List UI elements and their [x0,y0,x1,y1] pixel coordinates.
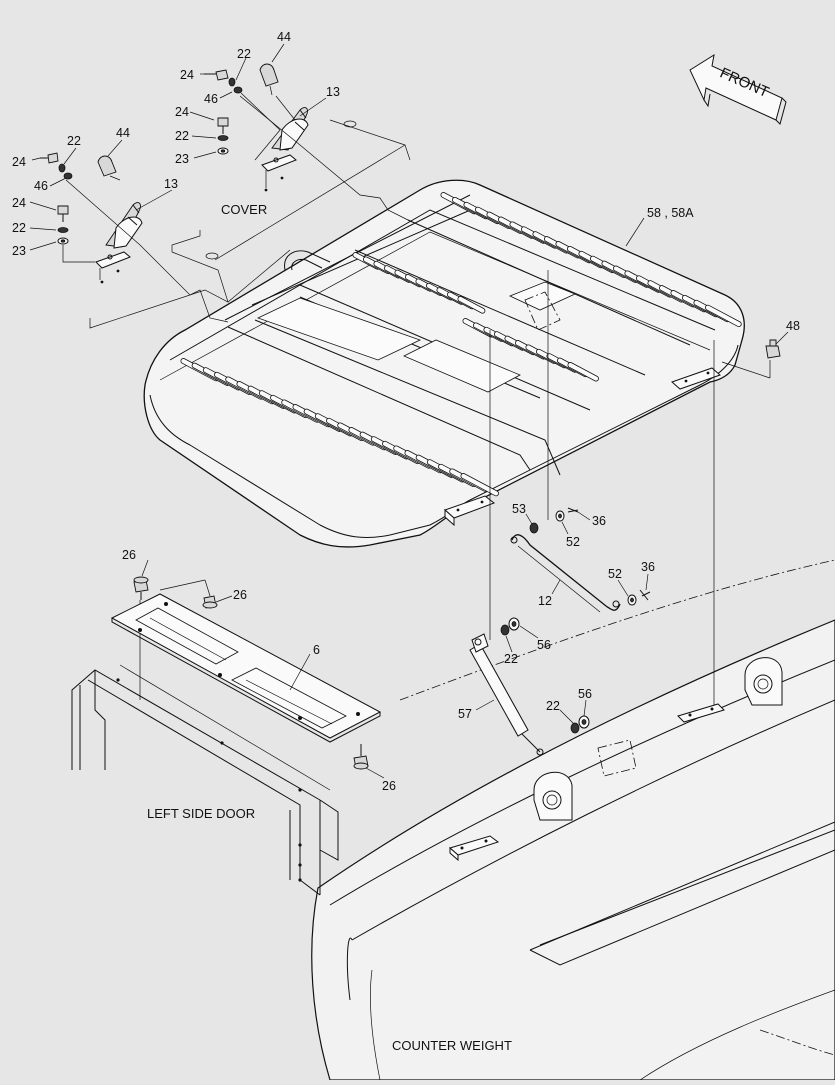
callout-23: 23 [175,152,189,166]
counter-weight-body [311,559,835,1081]
callout-44: 44 [116,126,130,140]
callout-46: 46 [204,92,218,106]
louvre-slot [704,304,742,327]
engine-hood-cover [143,179,745,548]
callout-22: 22 [12,221,26,235]
cover-label: COVER [221,202,267,217]
callout-52: 52 [608,567,622,581]
front-direction-arrow: FRONT [689,53,787,125]
callout-22: 22 [67,134,81,148]
hardware-left-cluster [40,152,229,323]
callout-46: 46 [34,179,48,193]
callout-12: 12 [538,594,552,608]
callout-leaders [29,43,789,779]
callout-36: 36 [592,514,606,528]
callout-22: 22 [546,699,560,713]
alignment-lines [139,270,771,705]
callout-36: 36 [641,560,655,574]
louvre-slot [460,473,499,497]
hardware-upper-cluster [204,63,413,223]
callout-22: 22 [175,129,189,143]
callout-53: 53 [512,502,526,516]
louvre-row-left [180,358,499,497]
callout-23: 23 [12,244,26,258]
callout-52: 52 [566,535,580,549]
callout-57: 57 [458,707,472,721]
callout-48: 48 [786,319,800,333]
stay-rod-12 [510,534,621,613]
left-side-door-label: LEFT SIDE DOOR [147,806,255,821]
callout-24: 24 [180,68,194,82]
callout-6: 6 [313,643,320,657]
callout-24: 24 [12,155,26,169]
callout-13: 13 [326,85,340,99]
latch-assembly-upper [261,107,309,192]
callout-26: 26 [233,588,247,602]
callout-24: 24 [175,105,189,119]
louvre-slot [457,296,486,314]
plate-6 [110,593,382,743]
callout-22: 22 [237,47,251,61]
louvre-row-mid1 [352,252,486,314]
callout-58-58a: 58 , 58A [647,206,694,220]
gas-strut-57 [469,633,544,756]
cover-frame-outline [89,119,411,329]
louvre-slot [567,362,599,382]
callout-56: 56 [578,687,592,701]
callout-22: 22 [504,652,518,666]
callout-56: 56 [537,638,551,652]
washers-pins [500,339,781,734]
latch-assembly-lower [95,202,143,284]
callout-26: 26 [122,548,136,562]
left-side-door-frame [71,664,339,896]
callout-24: 24 [12,196,26,210]
callout-26: 26 [382,779,396,793]
bolts-26 [133,576,369,770]
louvre-row-right [440,192,742,327]
callout-13: 13 [164,177,178,191]
callout-numbers: 44 22 24 46 24 22 23 13 22 44 24 46 13 2… [12,30,800,793]
counter-weight-label: COUNTER WEIGHT [392,1038,512,1053]
callout-44: 44 [277,30,291,44]
louvre-row-mid2 [462,318,599,382]
captions: COVER LEFT SIDE DOOR COUNTER WEIGHT [147,202,512,1053]
